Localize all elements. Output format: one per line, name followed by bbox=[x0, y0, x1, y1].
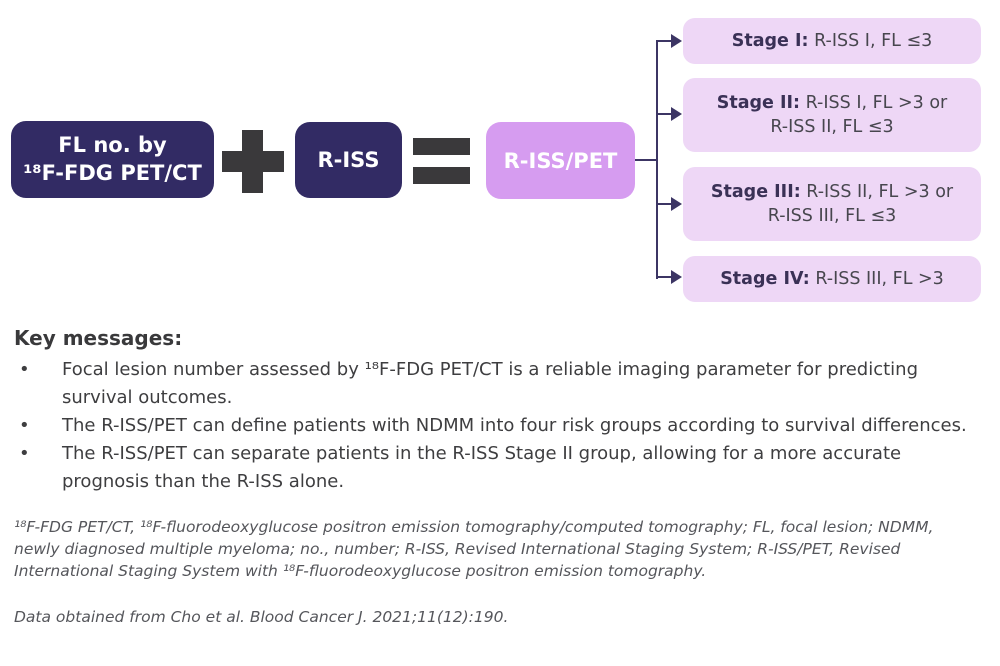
stage-2-box: Stage II: R-ISS I, FL >3 or R-ISS II, FL… bbox=[683, 78, 981, 152]
stage-1-criteria: R-ISS I, FL ≤3 bbox=[814, 30, 933, 51]
stage-1-label: Stage I: bbox=[731, 30, 809, 51]
stage-3-label: Stage III: bbox=[710, 181, 801, 202]
plus-icon bbox=[222, 130, 284, 193]
key-message-text-3: The R-ISS/PET can separate patients in t… bbox=[62, 443, 902, 492]
fl-box-line2: ¹⁸F-FDG PET/CT bbox=[23, 160, 202, 185]
stage-4-line1: Stage IV: R-ISS III, FL >3 bbox=[720, 267, 944, 291]
bullet-icon: • bbox=[19, 415, 30, 436]
footnotes-section: ¹⁸F-FDG PET/CT, ¹⁸F-fluorodeoxyglucose p… bbox=[0, 496, 1000, 628]
stage-4-box: Stage IV: R-ISS III, FL >3 bbox=[683, 256, 981, 302]
stage-2-criteria: R-ISS I, FL >3 or bbox=[805, 92, 948, 113]
list-item: • The R-ISS/PET can define patients with… bbox=[14, 412, 980, 440]
equals-icon bbox=[413, 138, 470, 184]
key-messages-list: • Focal lesion number assessed by ¹⁸F-FD… bbox=[14, 356, 980, 496]
stage-1-box: Stage I: R-ISS I, FL ≤3 bbox=[683, 18, 981, 64]
arrow-right-icon-stage1 bbox=[671, 34, 682, 48]
equals-icon-bar-top bbox=[413, 138, 470, 155]
connector-vertical-line bbox=[656, 41, 658, 279]
connector-branch-stage3 bbox=[656, 203, 673, 205]
stage-3-criteria: R-ISS II, FL >3 or bbox=[806, 181, 954, 202]
connector-branch-stage4 bbox=[656, 276, 673, 278]
fl-box-line1: FL no. by bbox=[58, 133, 167, 158]
riss-box-label: R-ISS bbox=[317, 148, 380, 172]
stage-3-line1: Stage III: R-ISS II, FL >3 or bbox=[711, 180, 953, 204]
stage-2-label: Stage II: bbox=[716, 92, 801, 113]
key-message-text-1: Focal lesion number assessed by ¹⁸F-FDG … bbox=[62, 359, 918, 408]
key-messages-heading: Key messages: bbox=[14, 326, 183, 350]
stage-3-line2: R-ISS III, FL ≤3 bbox=[767, 206, 897, 226]
connector-branch-stage1 bbox=[656, 40, 673, 42]
data-source-citation: Data obtained from Cho et al. Blood Canc… bbox=[14, 608, 509, 626]
arrow-right-icon-stage2 bbox=[671, 107, 682, 121]
bullet-icon: • bbox=[19, 443, 30, 464]
stage-4-label: Stage IV: bbox=[720, 268, 810, 289]
abbreviations-footnote: ¹⁸F-FDG PET/CT, ¹⁸F-fluorodeoxyglucose p… bbox=[14, 518, 934, 580]
list-item: • Focal lesion number assessed by ¹⁸F-FD… bbox=[14, 356, 980, 412]
plus-icon-bar-vertical bbox=[242, 130, 263, 193]
fl-number-box: FL no. by ¹⁸F-FDG PET/CT bbox=[11, 121, 214, 198]
risspet-box: R-ISS/PET bbox=[486, 122, 635, 199]
arrow-right-icon-stage3 bbox=[671, 197, 682, 211]
stage-3-box: Stage III: R-ISS II, FL >3 or R-ISS III,… bbox=[683, 167, 981, 241]
list-item: • The R-ISS/PET can separate patients in… bbox=[14, 440, 980, 496]
arrow-right-icon-stage4 bbox=[671, 270, 682, 284]
risspet-box-label: R-ISS/PET bbox=[503, 148, 618, 173]
equals-icon-bar-bottom bbox=[413, 167, 470, 184]
bullet-icon: • bbox=[19, 359, 30, 380]
connector-stem-line bbox=[635, 159, 657, 161]
stage-2-line2: R-ISS II, FL ≤3 bbox=[770, 117, 894, 137]
stage-4-criteria: R-ISS III, FL >3 bbox=[815, 268, 944, 289]
stage-2-line1: Stage II: R-ISS I, FL >3 or bbox=[717, 91, 948, 115]
connector-branch-stage2 bbox=[656, 113, 673, 115]
key-message-text-2: The R-ISS/PET can define patients with N… bbox=[62, 415, 967, 436]
key-messages-section: Key messages: • Focal lesion number asse… bbox=[0, 310, 1000, 496]
riss-box: R-ISS bbox=[295, 122, 402, 198]
stage-1-line1: Stage I: R-ISS I, FL ≤3 bbox=[732, 29, 933, 53]
riss-pet-flowchart: FL no. by ¹⁸F-FDG PET/CT R-ISS R-ISS/PET… bbox=[0, 0, 1000, 310]
